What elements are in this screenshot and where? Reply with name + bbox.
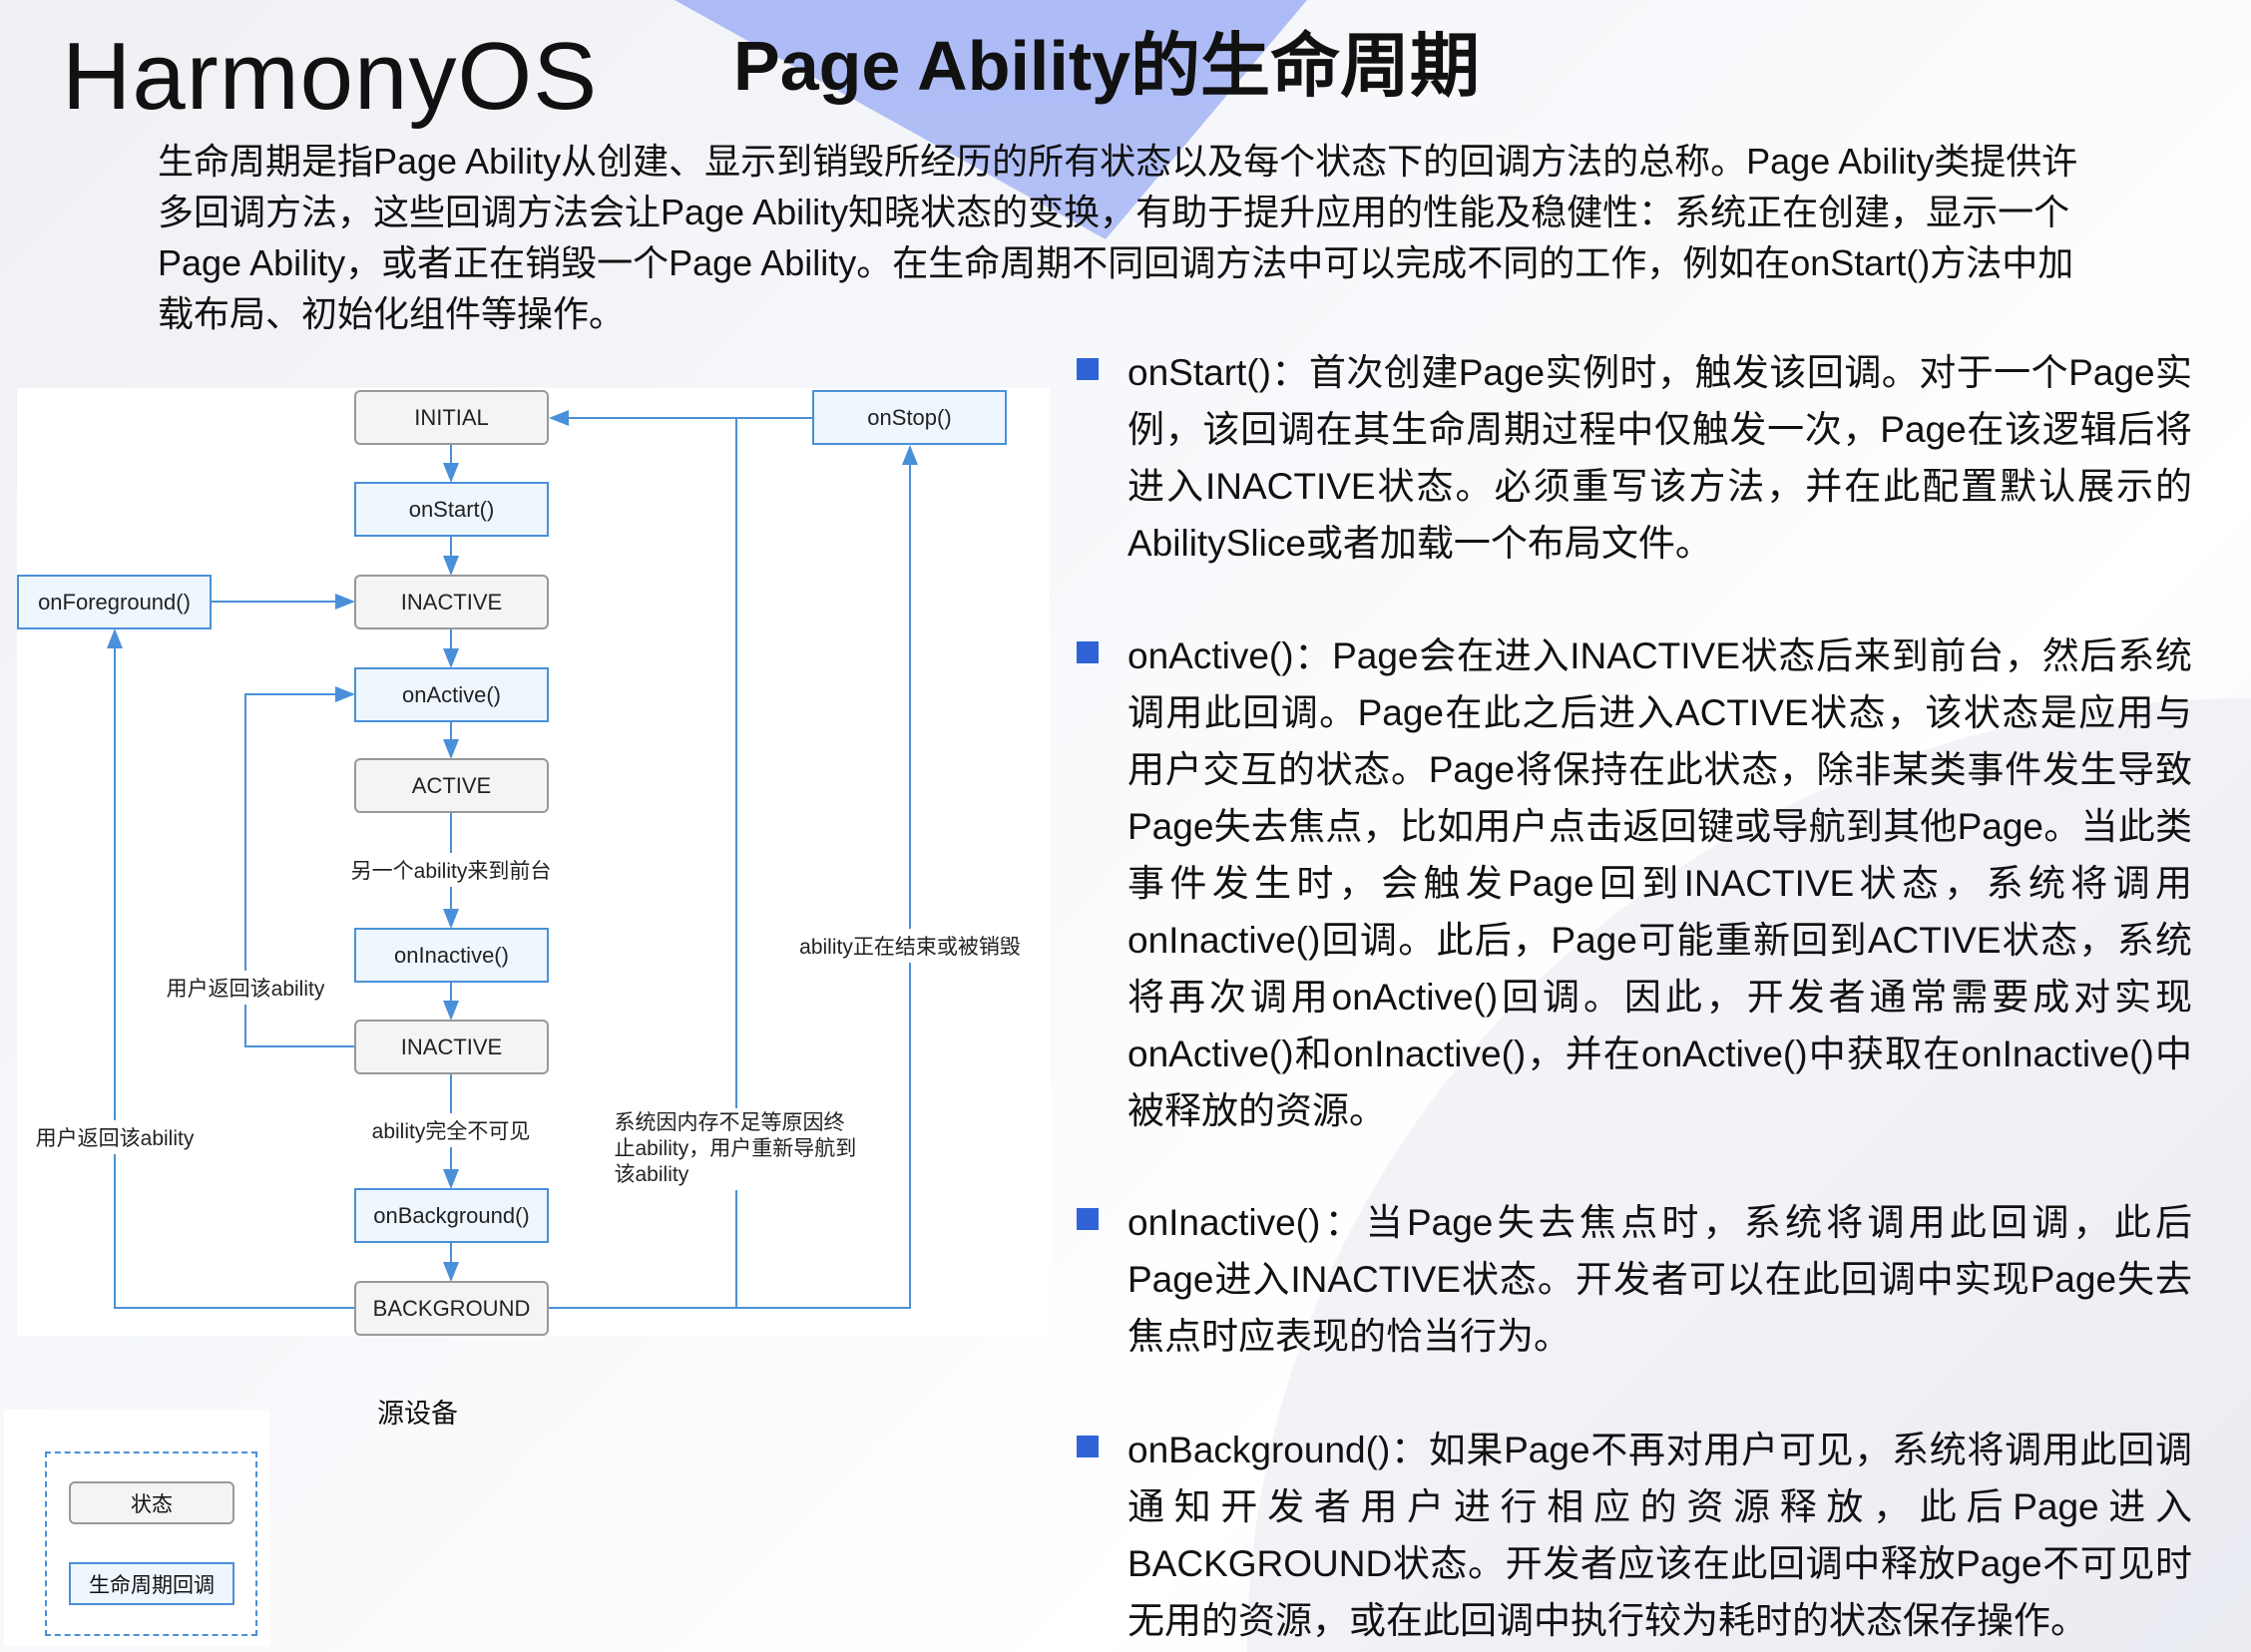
legend-frame (45, 1451, 257, 1636)
harmonyos-logo: HarmonyOS (62, 23, 599, 130)
callback-oninactive: onInactive() (354, 928, 549, 983)
bullet-square-icon (1077, 358, 1099, 380)
callback-onforeground: onForeground() (17, 575, 212, 629)
bullet-text: onInactive()：当Page失去焦点时，系统将调用此回调，此后Page进… (1127, 1202, 2192, 1357)
bullet-square-icon (1077, 641, 1099, 663)
bullet-text: onStart()：首次创建Page实例时，触发该回调。对于一个Page实例，该… (1127, 352, 2192, 564)
label-user-return-outer: 用户返回该ability (35, 1120, 195, 1154)
source-device-label: 源设备 (377, 1399, 458, 1429)
legend: 状态 生命周期回调 (4, 1410, 269, 1646)
state-inactive: INACTIVE (354, 575, 549, 629)
callback-onactive: onActive() (354, 667, 549, 722)
label-other-ability-front: 另一个ability来到前台 (350, 853, 552, 887)
callback-onstart: onStart() (354, 482, 549, 537)
label-system-terminate: 系统因内存不足等原因终止ability，用户重新导航到该ability (614, 1108, 859, 1190)
state-initial: INITIAL (354, 390, 549, 445)
bullet-text: onActive()：Page会在进入INACTIVE状态后来到前台，然后系统调… (1127, 635, 2192, 1131)
page-title: Page Ability的生命周期 (733, 27, 1481, 105)
legend-callback: 生命周期回调 (69, 1562, 234, 1605)
state-background: BACKGROUND (354, 1281, 549, 1336)
callback-onbackground: onBackground() (354, 1188, 549, 1243)
label-ability-ending: ability正在结束或被销毁 (799, 929, 1021, 963)
arrow-inactive-to-onactive-loop (244, 686, 355, 1047)
state-active: ACTIVE (354, 758, 549, 813)
bullet-square-icon (1077, 1436, 1099, 1457)
arrow-background-to-onstop (549, 445, 918, 1309)
label-ability-invisible: ability完全不可见 (371, 1113, 531, 1147)
label-user-return-inner: 用户返回该ability (166, 971, 325, 1005)
intro-paragraph: 生命周期是指Page Ability从创建、显示到销毁所经历的所有状态以及每个状… (158, 141, 2078, 334)
state-inactive-2: INACTIVE (354, 1020, 549, 1074)
legend-state: 状态 (69, 1481, 234, 1524)
arrow-background-to-onforeground (107, 628, 354, 1309)
callback-onstop: onStop() (812, 390, 1007, 445)
bullet-square-icon (1077, 1208, 1099, 1230)
bullet-text: onBackground()：如果Page不再对用户可见，系统将调用此回调通知开… (1127, 1430, 2192, 1641)
